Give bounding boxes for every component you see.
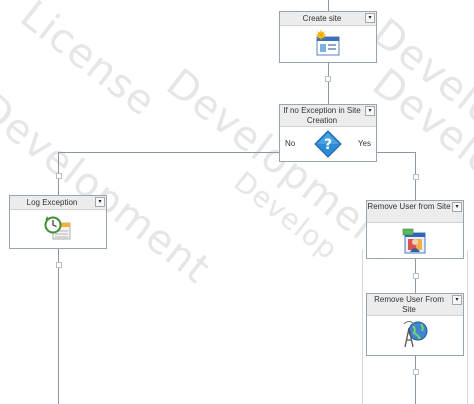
create-site-activity[interactable]: Create site ▾ xyxy=(279,11,377,63)
log-clock-icon xyxy=(44,216,71,240)
remove-user-activity[interactable]: Remove User From Site ▾ xyxy=(366,293,464,356)
branch-label-no: No xyxy=(285,139,296,148)
log-exception-activity[interactable]: Log Exception ▾ xyxy=(9,195,107,249)
activity-title: Log Exception xyxy=(26,198,78,207)
branch-container-border xyxy=(467,250,468,404)
chevron-down-icon: ▾ xyxy=(368,108,372,114)
connector-line xyxy=(58,247,59,404)
activity-header: Remove User From Site ▾ xyxy=(367,294,463,316)
connection-point[interactable] xyxy=(56,262,62,268)
connection-point[interactable] xyxy=(325,76,331,82)
globe-antenna-icon xyxy=(403,321,428,348)
chevron-down-icon: ▾ xyxy=(98,199,102,205)
chevron-down-icon: ▾ xyxy=(368,15,372,21)
activity-menu-button[interactable]: ▾ xyxy=(365,13,375,23)
activity-menu-button[interactable]: ▾ xyxy=(452,202,462,212)
remove-user-activity[interactable]: Remove User from Site ▾ xyxy=(366,200,464,259)
website-create-icon xyxy=(316,30,340,56)
connector-line xyxy=(415,356,416,404)
chevron-down-icon: ▾ xyxy=(455,204,459,210)
branch-label-yes: Yes xyxy=(357,139,371,148)
watermark: Develop xyxy=(227,165,345,267)
activity-menu-button[interactable]: ▾ xyxy=(452,295,462,305)
watermark: Develop xyxy=(363,60,474,202)
activity-header: Log Exception ▾ xyxy=(10,196,106,210)
activity-header: If no Exception in Site Creation ▾ xyxy=(280,105,376,127)
connector-line xyxy=(328,0,329,11)
activity-title: Remove User From Site xyxy=(374,295,444,314)
connection-point[interactable] xyxy=(413,273,419,279)
activity-title: Remove User from Site xyxy=(367,202,451,211)
connector-line xyxy=(328,62,329,104)
watermark: License xyxy=(11,0,165,126)
branch-container-border xyxy=(362,250,363,404)
watermark: Development xyxy=(363,10,474,219)
connection-point[interactable] xyxy=(56,173,62,179)
remove-user-icon xyxy=(402,228,426,254)
chevron-down-icon: ▾ xyxy=(455,297,459,303)
condition-activity[interactable]: If no Exception in Site Creation ▾ No Ye… xyxy=(279,104,377,162)
activity-header: Remove User from Site ▾ xyxy=(367,201,463,223)
connector-line xyxy=(58,152,416,153)
svg-text:?: ? xyxy=(324,137,332,153)
connection-point[interactable] xyxy=(413,174,419,180)
activity-menu-button[interactable]: ▾ xyxy=(365,106,375,116)
activity-menu-button[interactable]: ▾ xyxy=(95,197,105,207)
activity-title: If no Exception in Site Creation xyxy=(283,106,361,125)
question-diamond-icon: ? xyxy=(314,130,342,158)
connection-point[interactable] xyxy=(413,369,419,375)
watermark: Development xyxy=(0,84,219,293)
activity-title: Create site xyxy=(302,14,342,23)
activity-header: Create site ▾ xyxy=(280,12,376,26)
